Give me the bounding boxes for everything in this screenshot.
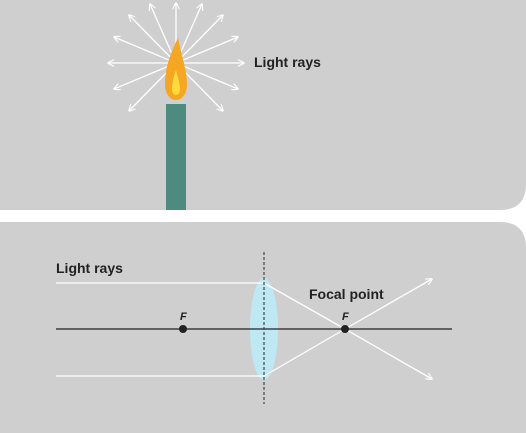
candle-panel: Light rays	[0, 0, 526, 210]
light-ray	[175, 37, 238, 64]
light-ray	[175, 15, 223, 64]
light-ray-upper	[56, 282, 432, 379]
focal-point-left-dot	[179, 325, 187, 333]
focal-point-label: Focal point	[309, 286, 384, 302]
light-rays-label-bottom: Light rays	[56, 260, 123, 276]
focal-point-right-dot	[341, 325, 349, 333]
light-ray	[129, 15, 177, 64]
light-ray	[114, 62, 177, 89]
light-ray	[114, 37, 177, 64]
lens-panel: F F Light rays Focal point	[0, 222, 526, 433]
light-ray	[175, 62, 238, 89]
focal-point-right-label: F	[342, 311, 349, 323]
candle-body	[166, 104, 186, 210]
light-rays-label: Light rays	[254, 54, 321, 70]
parallel-rays	[56, 279, 432, 379]
flame-inner	[172, 70, 180, 95]
candle-panel-background	[0, 0, 526, 210]
flame-outer	[165, 38, 187, 100]
light-ray-lower	[56, 279, 432, 377]
focal-point-left-label: F	[180, 311, 187, 323]
